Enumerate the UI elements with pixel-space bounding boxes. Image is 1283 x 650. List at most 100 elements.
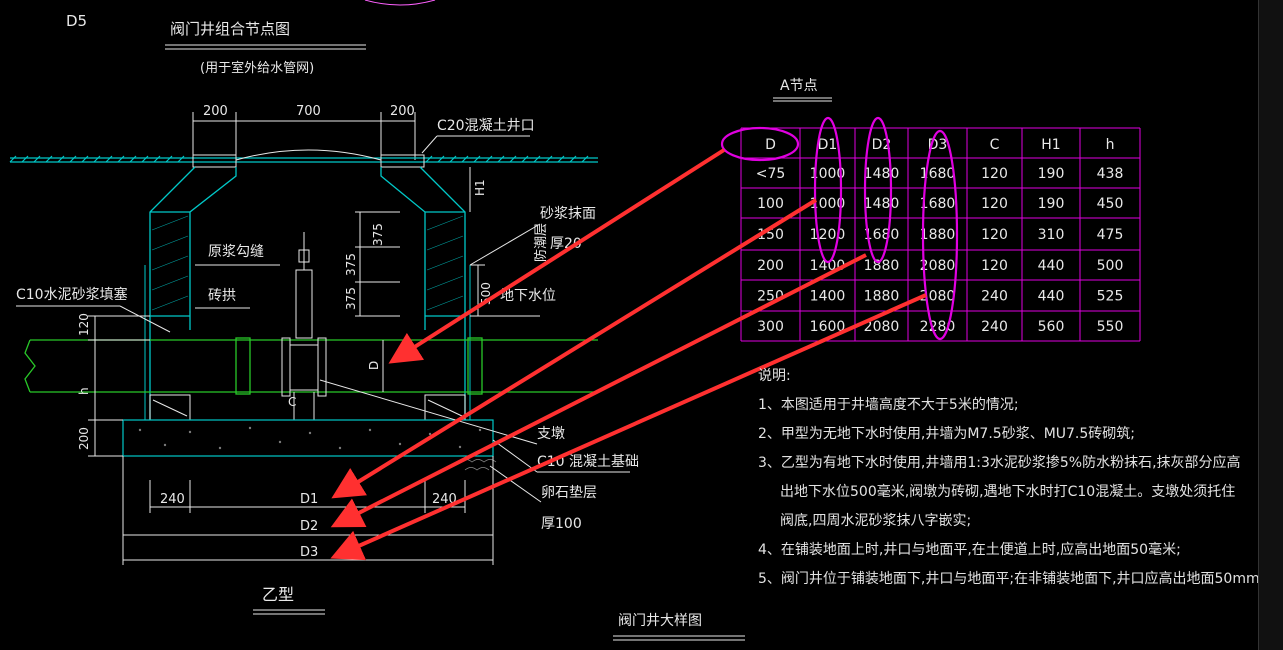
table-header-cell: D1 (818, 137, 838, 153)
table-cell: 240 (981, 289, 1008, 305)
table-cell: 120 (981, 227, 1008, 243)
highlight-D3-column (921, 129, 959, 341)
table-cell: 120 (981, 196, 1008, 212)
inner-dim-375-3: 375 (371, 223, 385, 246)
ground-line (9, 155, 598, 163)
arrow-D3 (330, 293, 927, 561)
table-cell: 1480 (864, 166, 900, 182)
label-c10-fill: C10水泥砂浆填塞 (16, 286, 128, 303)
table-cell: 2080 (920, 289, 956, 305)
table-cell: 300 (757, 319, 784, 335)
inner-dim-375-2: 375 (344, 253, 358, 276)
table-cell: 200 (757, 258, 784, 274)
mortar-leader (469, 223, 541, 266)
left-dimension-chain (88, 315, 150, 457)
note-item-1: 1、本图适用于井墙高度不大于5米的情况; (758, 397, 1019, 413)
table-cell: 500 (1097, 258, 1124, 274)
table-header-cell: H1 (1041, 137, 1060, 153)
table-cell: 190 (1038, 196, 1065, 212)
table-cell: 2080 (864, 319, 900, 335)
red-arrows (330, 148, 927, 561)
bottom-dim-240-left: 240 (160, 492, 185, 507)
table-cell: 440 (1038, 258, 1065, 274)
combo-subtitle: (用于室外给水管网) (200, 60, 314, 76)
well-lid (192, 149, 425, 168)
table-cell: 525 (1097, 289, 1124, 305)
table-cell: 2080 (920, 258, 956, 274)
c10-base-leader (492, 439, 538, 473)
table-cell: 240 (981, 319, 1008, 335)
table-cell: 438 (1097, 166, 1124, 182)
label-plaster: 原浆勾缝 (208, 244, 264, 260)
gravel-leader (489, 465, 542, 503)
table-cell: 1480 (864, 196, 900, 212)
table-cell: 440 (1038, 289, 1065, 305)
table-header-cell: C (990, 137, 1000, 153)
table-cell: 1680 (864, 227, 900, 243)
dim-top-200-left: 200 (203, 104, 228, 119)
note-item-3: 3、乙型为有地下水时使用,井墙用1:3水泥砂浆掺5%防水粉抹石,抹灰部分应高 (758, 455, 1241, 471)
label-thick20: 厚20 (550, 236, 582, 252)
table-cell: 1880 (864, 289, 900, 305)
arrow-D2 (330, 253, 867, 528)
notes-section: 说明: 1、本图适用于井墙高度不大于5米的情况; 2、甲型为无地下水时使用,井墙… (758, 362, 1274, 594)
label-gravel: 卵石垫层 (541, 485, 597, 501)
bottom-dim-D2: D2 (300, 519, 318, 534)
dim-top-700: 700 (296, 104, 321, 119)
type-label: 乙型 (262, 585, 294, 604)
top-dimensions (192, 112, 416, 160)
inner-dim-375-1: 375 (344, 287, 358, 310)
note-item-5: 5、阀门井位于铺装地面下,井口与地面平;在非铺装地面下,井口应高出地面50mm。 (758, 571, 1274, 587)
note-item-4: 4、在铺装地面上时,井口与地面平,在土便道上时,应高出地面50毫米; (758, 542, 1181, 558)
label-thick100: 厚100 (541, 516, 582, 532)
table-header-cell: h (1106, 137, 1115, 153)
right-side-panel[interactable] (1258, 0, 1283, 650)
table-cell: 560 (1038, 319, 1065, 335)
table-title: A节点 (780, 78, 818, 94)
arrow-D (388, 148, 726, 364)
bottom-dim-D1: D1 (300, 492, 318, 507)
lid-leader (421, 135, 438, 154)
label-mortar: 砂浆抹面 (540, 206, 596, 222)
table-cell: 1600 (810, 319, 846, 335)
dim-top-200-right: 200 (390, 104, 415, 119)
table-header-cell: D (765, 137, 776, 153)
highlight-ellipses (720, 116, 959, 341)
table-cell: 190 (1038, 166, 1065, 182)
table-cell: 1680 (920, 196, 956, 212)
table-cell: 120 (981, 258, 1008, 274)
label-support: 支墩 (537, 426, 565, 442)
table-cell: 475 (1097, 227, 1124, 243)
table-cell: 1880 (864, 258, 900, 274)
c10-leader-2 (119, 305, 171, 333)
bottom-dimensions (122, 456, 494, 565)
cropped-arc (364, 0, 436, 6)
table-cell: <75 (756, 166, 786, 182)
highlight-D2-column (863, 116, 893, 264)
bottom-dim-D3: D3 (300, 545, 318, 560)
dim-120: 120 (77, 313, 91, 336)
detail-title: 阀门井大样图 (618, 613, 702, 629)
table-cell: 1680 (920, 166, 956, 182)
note-item-2: 2、甲型为无地下水时使用,井墙为M7.5砂浆、MU7.5砖砌筑; (758, 426, 1136, 442)
dim-H1: H1 (473, 179, 487, 196)
concrete-base (122, 419, 494, 457)
arrow-D1 (331, 198, 818, 499)
inner-dimension-chain (355, 211, 400, 317)
pipe-label-C: C (288, 395, 296, 409)
table-cell: 120 (981, 166, 1008, 182)
concrete-dots (138, 426, 482, 450)
gravel-layer (459, 459, 497, 471)
highlight-D1-column (813, 116, 843, 264)
label-brick: 砖拱 (208, 288, 236, 304)
highlight-D-header (720, 126, 800, 162)
table-cell: 1880 (920, 227, 956, 243)
label-waterproof: 防潮层 (533, 223, 549, 262)
note-item-3-cont-2: 阀底,四周水泥砂浆抹八字嵌实; (780, 513, 972, 529)
table-cell: 1400 (810, 289, 846, 305)
pipe-label-D: D (367, 361, 381, 370)
table-cell: 100 (757, 196, 784, 212)
valve (281, 232, 327, 420)
notes-title: 说明: (758, 368, 791, 384)
